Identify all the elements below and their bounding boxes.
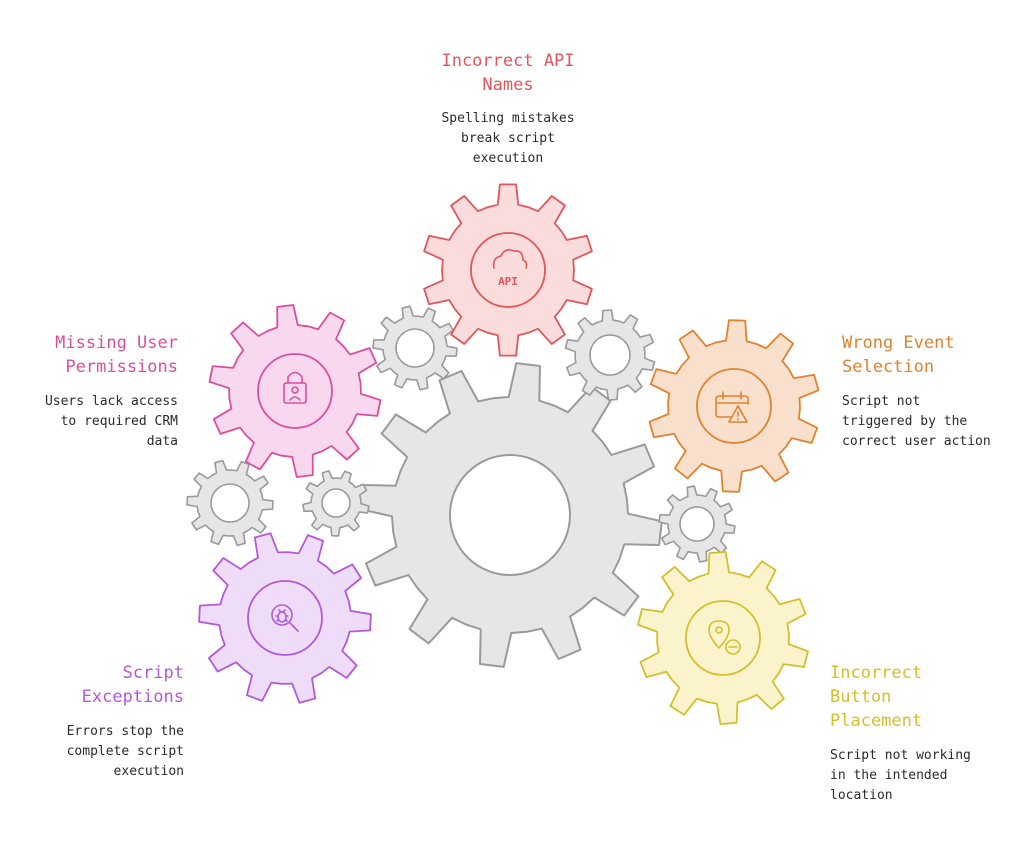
api-names-description: Spelling mistakes break script execution (400, 109, 616, 169)
small-gear-left-inner (302, 470, 370, 537)
bug-search-icon (271, 604, 299, 632)
api-names-desc-line-2: break script (461, 131, 555, 146)
user-permissions-title: Missing User Permissions (10, 331, 178, 379)
script-exceptions-desc-line-3: execution (113, 764, 184, 779)
user-permissions-desc-line-2: to required CRM (60, 414, 178, 429)
calendar-warning-icon (715, 391, 749, 423)
small-gear-top-right (564, 309, 656, 401)
script-exceptions-title: Script Exceptions (20, 661, 184, 709)
cloud-api-icon: API (492, 249, 528, 288)
small-gear-top-left (372, 305, 458, 391)
event-selection-desc-line-1: Script not (842, 394, 921, 409)
event-selection-title: Wrong Event Selection (842, 331, 1012, 379)
button-placement-desc-line-2: in the intended (830, 768, 948, 783)
script-exceptions-title-line-2: Exceptions (81, 687, 184, 707)
user-permissions-title-line-1: Missing User (55, 333, 178, 353)
event-selection-title-line-2: Selection (842, 357, 935, 377)
event-selection-gear (648, 319, 820, 493)
small-gear-right (658, 485, 736, 563)
api-names-gear (423, 183, 593, 357)
small-gear-left-outer (186, 459, 274, 547)
api-names-title-line-1: Incorrect API (441, 51, 575, 71)
button-placement-title-line-3: Placement (830, 711, 923, 731)
script-exceptions-desc-line-1: Errors stop the (66, 724, 184, 739)
event-selection-title-line-1: Wrong Event (842, 333, 955, 353)
user-permissions-description: Users lack access to required CRM data (10, 392, 178, 452)
script-exceptions-title-line-1: Script (122, 663, 184, 683)
button-placement-title: Incorrect Button Placement (830, 661, 1010, 733)
central-gear (357, 362, 663, 668)
api-icon-label: API (498, 275, 518, 288)
user-permissions-title-line-2: Permissions (65, 357, 178, 377)
api-names-desc-line-3: execution (472, 151, 544, 166)
button-placement-gear (637, 551, 809, 725)
event-selection-desc-line-3: correct user action (842, 434, 991, 449)
api-names-title-line-2: Names (482, 75, 534, 95)
script-exceptions-desc-line-2: complete script (66, 744, 184, 759)
button-placement-desc-line-3: location (830, 788, 893, 803)
event-selection-description: Script not triggered by the correct user… (842, 392, 1012, 452)
user-permissions-gear (208, 304, 382, 478)
button-placement-description: Script not working in the intended locat… (830, 746, 1010, 806)
button-placement-title-line-1: Incorrect (830, 663, 923, 683)
event-selection-desc-line-2: triggered by the (842, 414, 968, 429)
location-remove-icon (708, 620, 741, 655)
script-exceptions-gear (198, 532, 372, 704)
script-exceptions-description: Errors stop the complete script executio… (20, 722, 184, 782)
api-names-title: Incorrect API Names (400, 49, 616, 97)
user-permissions-desc-line-3: data (146, 434, 178, 449)
lock-user-icon (283, 371, 307, 404)
api-names-desc-line-1: Spelling mistakes (441, 111, 575, 126)
button-placement-title-line-2: Button (830, 687, 892, 707)
user-permissions-desc-line-1: Users lack access (44, 394, 178, 409)
button-placement-desc-line-1: Script not working (830, 748, 971, 763)
